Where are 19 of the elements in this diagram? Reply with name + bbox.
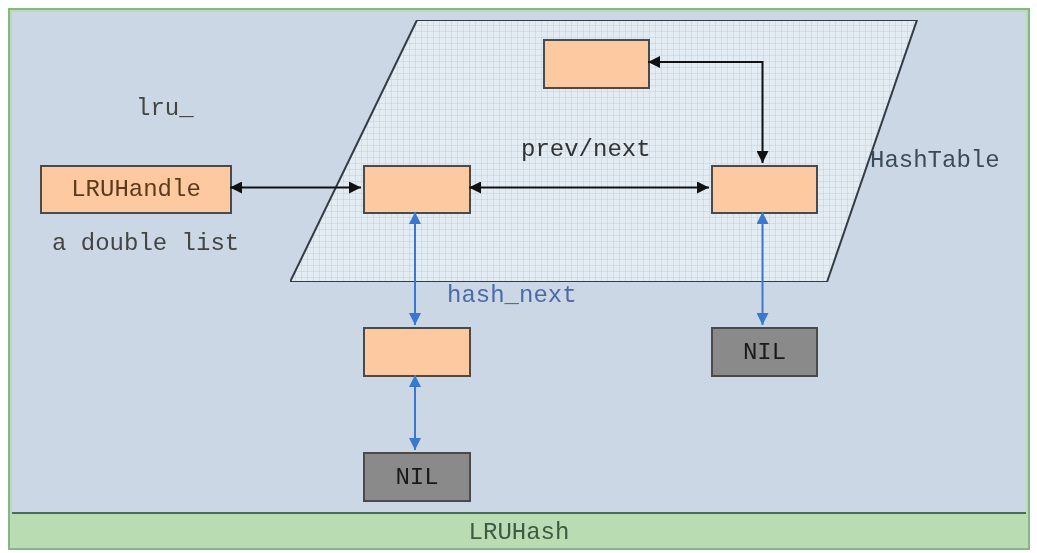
arrow [409, 211, 421, 326]
arrow [468, 181, 710, 194]
arrow [229, 181, 362, 194]
arrow [647, 56, 769, 164]
entry-box [543, 39, 650, 89]
hash-table-title: HashTable [870, 147, 1000, 174]
nil-box: NIL [363, 452, 471, 502]
arrow [409, 374, 421, 451]
edge-label: prev/next [520, 135, 652, 163]
container-panel [8, 8, 1030, 550]
container-title: LRUHash [468, 519, 570, 546]
arrow [756, 211, 769, 326]
entry-box [363, 327, 471, 377]
entry-box [363, 165, 471, 214]
nil-box: NIL [711, 327, 818, 377]
entry-box: LRUHandle [40, 165, 232, 214]
entry-box [711, 165, 818, 214]
caption-text: a double list [52, 230, 240, 257]
caption-text: lru_ [136, 95, 194, 122]
